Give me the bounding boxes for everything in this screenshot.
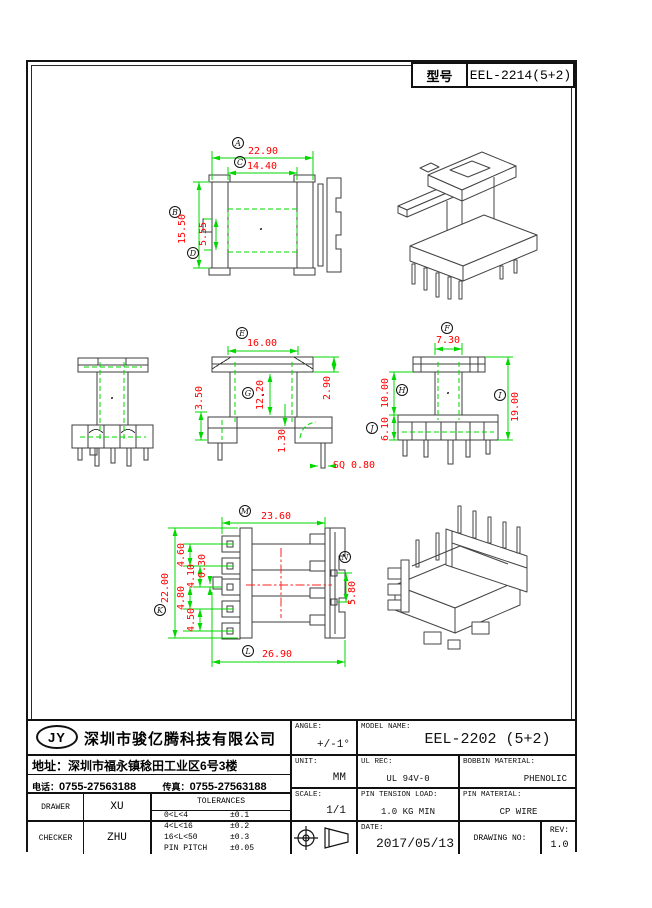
model-name-cell: MODEL NAME: EEL-2202 (5+2) [361,723,551,748]
projection-symbol-cell [292,822,356,854]
dim-2-90: 2.90 [322,375,333,401]
balloon-c: C [234,156,246,168]
projection-symbol-icon [294,826,349,850]
company-name: 深圳市骏亿腾科技有限公司 [84,731,277,748]
balloon-a: A [232,137,244,149]
drawer-label-cell: DRAWER [41,802,70,812]
dim-10-00: 10.00 [380,377,391,409]
fax-label: 传真： [162,782,190,792]
dim-22-90: 22.90 [247,146,279,157]
balloon-i: I [494,389,506,401]
drawer-value-cell: XU [110,801,124,813]
drawing-no-cell: DRAWING NO: [473,833,527,843]
address-value: 深圳市福永镇稔田工业区6号3楼 [68,759,238,773]
balloon-h: H [396,384,408,396]
fax-value: 0755-27563188 [189,781,267,793]
dimension-lines [168,151,513,667]
dim-5-55: 5.55 [198,221,209,247]
dim-4-10: 4.10 [186,563,197,589]
dim-1-30: 1.30 [277,428,288,454]
dim-16-00: 16.00 [246,338,278,349]
ortho-views-linework [71,174,499,640]
titleblock-divider [540,820,542,854]
dim-12-20: 12.20 [255,379,266,411]
titleblock-divider [83,794,84,854]
balloon-n: N [339,551,351,563]
unit-cell: UNIT: MM [295,758,346,784]
angle-cell: ANGLE: +/-1° [295,723,350,751]
model-number-value: EEL-2214(5+2) [469,67,572,83]
tolerance-row: 0<L<4 ±0.1 [164,811,250,820]
dim-6-10: 6.10 [380,416,391,442]
titleblock-divider [358,787,577,789]
ul-rec-cell: UL REC: UL 94V-0 [361,758,430,784]
titleblock-divider [290,721,292,854]
company-logo-text: JY [48,729,66,745]
company-logo: JY [36,725,78,749]
model-number-box: 型号 EEL-2214(5+2) [411,62,575,88]
pin-material-cell: PIN MATERIAL: CP WIRE [463,791,538,817]
dim-sq-0-80: SQ 0.80 [332,460,376,471]
titleblock-divider [28,774,290,775]
phone-value: 0755-27563188 [59,781,137,793]
balloon-j: J [366,422,378,434]
balloon-f: F [441,322,453,334]
balloon-m: M [239,505,251,517]
date-cell: DATE: 2017/05/13 [361,824,454,851]
titleblock-divider [152,810,290,811]
tolerance-row: 4<L<16 ±0.2 [164,822,250,831]
tolerances-header: TOLERANCES [196,797,245,806]
balloon-b: B [169,206,181,218]
balloon-k: K [154,604,166,616]
address-label: 地址： [32,759,69,773]
dim-0-30: 0.30 [197,553,208,579]
isometric-views-linework [387,151,538,650]
scale-cell: SCALE: 1/1 [295,791,346,817]
dim-14-40: 14.40 [246,161,278,172]
tolerance-row: 16<L<50 ±0.3 [164,833,250,842]
company-address-row: 地址：深圳市福永镇稔田工业区6号3楼 [32,757,237,774]
titleblock-divider [292,787,358,789]
balloon-d: D [187,247,199,259]
dim-15-50: 15.50 [177,213,188,245]
hidden-lines [80,208,494,441]
rev-cell: REV: 1.0 [549,826,570,851]
titleblock-divider [28,820,577,822]
tolerances-table: 0<L<4 ±0.1 4<L<16 ±0.2 16<L<50 ±0.3 PIN … [152,811,290,854]
balloon-e: E [236,327,248,339]
phone-label: 电话： [32,782,60,792]
title-block: JY 深圳市骏亿腾科技有限公司 地址：深圳市福永镇稔田工业区6号3楼 电话：07… [28,719,577,854]
dim-5-80: 5.80 [347,580,358,606]
bobbin-material-cell: BOBBIN MATERIAL: PHENOLIC [463,758,567,784]
centerlines [246,548,332,618]
checker-value-cell: ZHU [107,832,127,844]
dim-4-50: 4.50 [186,607,197,633]
titleblock-divider [28,754,577,756]
dim-3-50: 3.50 [194,385,205,411]
balloon-l: L [242,645,254,657]
titleblock-divider [150,794,152,854]
dim-19-00: 19.00 [510,391,521,423]
balloon-g: G [242,387,254,399]
dim-22-00: 22.00 [160,572,171,604]
titleblock-divider [28,792,290,794]
dim-4-80: 4.80 [176,585,187,611]
titleblock-divider [458,754,460,854]
dim-23-60: 23.60 [260,511,292,522]
checker-label-cell: CHECKER [38,833,73,843]
tolerance-row: PIN PITCH ±0.05 [164,844,255,853]
dim-7-30: 7.30 [435,335,461,346]
company-phone-row: 电话：0755-27563188 传真：0755-27563188 [32,777,267,795]
pin-tension-cell: PIN TENSION LOAD: 1.0 KG MIN [361,791,438,817]
dim-26-90: 26.90 [261,649,293,660]
model-number-label: 型号 [413,64,468,86]
